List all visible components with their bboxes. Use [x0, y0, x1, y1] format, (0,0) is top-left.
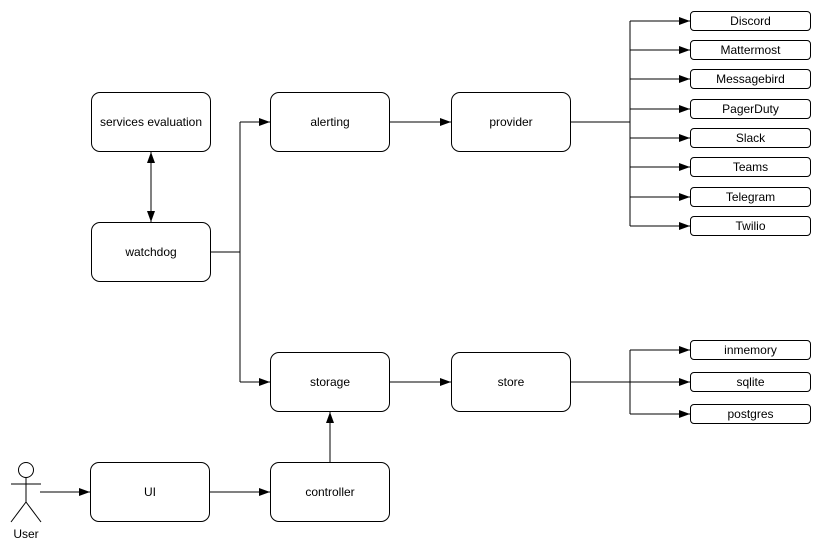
- node-provider-discord: Discord: [690, 11, 811, 31]
- node-provider-mattermost: Mattermost: [690, 40, 811, 60]
- node-provider-telegram: Telegram: [690, 187, 811, 207]
- user-label: User: [13, 527, 39, 541]
- node-services-evaluation: services evaluation: [91, 92, 211, 152]
- node-provider-twilio: Twilio: [690, 216, 811, 236]
- node-controller: controller: [270, 462, 390, 522]
- node-store-inmemory: inmemory: [690, 340, 811, 360]
- node-provider-slack: Slack: [690, 128, 811, 148]
- node-provider-teams: Teams: [690, 157, 811, 177]
- node-store: store: [451, 352, 571, 412]
- node-storage: storage: [270, 352, 390, 412]
- user-actor-icon: [10, 462, 42, 523]
- node-store-postgres: postgres: [690, 404, 811, 424]
- node-provider-messagebird: Messagebird: [690, 69, 811, 89]
- node-provider-pagerduty: PagerDuty: [690, 99, 811, 119]
- node-store-sqlite: sqlite: [690, 372, 811, 392]
- node-ui: UI: [90, 462, 210, 522]
- node-provider: provider: [451, 92, 571, 152]
- node-alerting: alerting: [270, 92, 390, 152]
- node-watchdog: watchdog: [91, 222, 211, 282]
